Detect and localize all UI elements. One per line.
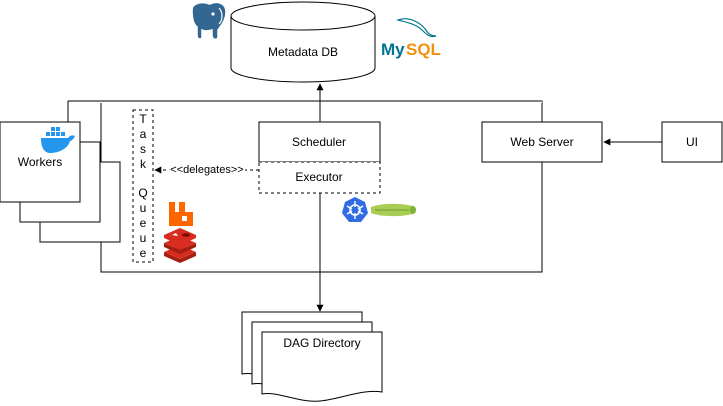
dag-directory-label: DAG Directory [283,336,361,350]
redis-icon [164,228,196,263]
task-queue-letter: s [140,142,146,156]
web-server-box [481,121,603,163]
svg-text:.: . [436,50,438,57]
metadata-db-label: Metadata DB [267,45,339,59]
mysql-logo-icon: My SQL . [381,18,441,59]
task-queue-letter: e [139,246,147,260]
task-queue-box [132,109,154,263]
task-queue-letter: T [139,112,147,126]
workers-stack [0,121,121,243]
task-queue-letter: u [139,201,147,215]
docker-whale-icon [41,127,75,153]
task-queue-letter: Q [138,186,148,200]
delegates-edge-label: <<delegates>> [169,163,245,177]
svg-text:SQL: SQL [406,40,441,59]
task-queue-letter: a [139,127,147,141]
ui-box [661,121,723,163]
metadata-db-cylinder [230,1,376,83]
executor-label: Executor [295,170,343,184]
task-queue-letter: e [139,216,147,230]
executor-box [258,161,381,194]
svg-text:My: My [381,40,405,59]
scheduler-label: Scheduler [291,135,347,149]
task-queue-letter: u [139,231,147,245]
celery-icon [371,203,416,217]
task-queue-letter: k [140,157,146,171]
postgresql-elephant-icon [191,1,227,41]
ui-label: UI [686,135,698,149]
rabbitmq-icon [169,202,193,226]
task-queue-label: T a s k Q u e u e [133,112,153,262]
kubernetes-icon [342,197,368,222]
workers-label: Workers [17,155,63,169]
web-server-label: Web Server [510,135,574,149]
dag-directory-documents [241,311,383,402]
